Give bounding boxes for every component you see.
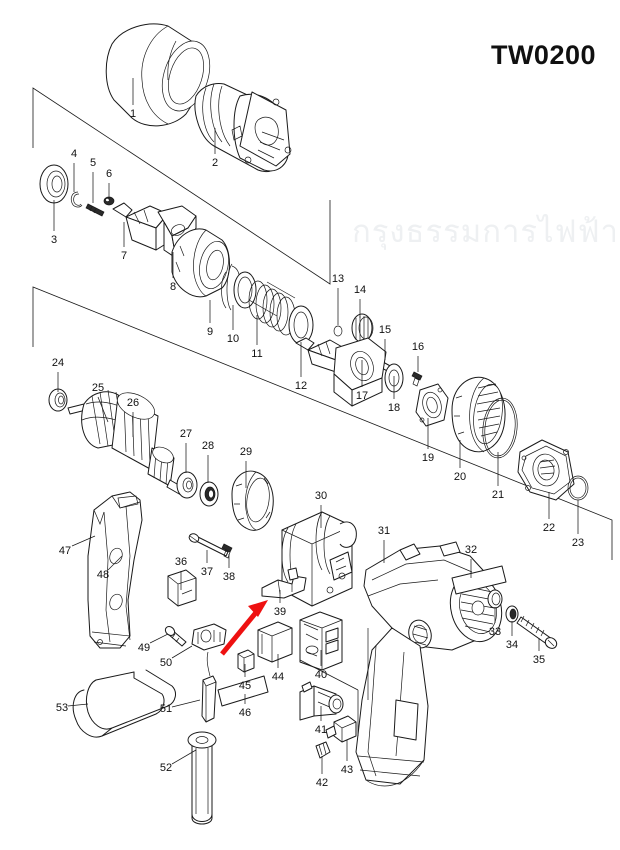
part-number-4: 4: [70, 148, 78, 160]
part-52-shape: [187, 731, 217, 825]
part-37-shape: [188, 533, 229, 557]
part-number-41: 41: [314, 724, 328, 736]
part-14-shape: [351, 313, 374, 343]
page-title: TW0200: [490, 40, 596, 70]
part-8-shape: [171, 228, 230, 298]
part-number-39: 39: [273, 606, 287, 618]
part-number-22: 22: [542, 522, 556, 534]
part-number-24: 24: [51, 357, 65, 369]
part-number-12: 12: [294, 380, 308, 392]
part-12-shape: [288, 305, 314, 345]
part-4-shape: [70, 191, 83, 208]
part-34-shape: [505, 605, 519, 623]
part-number-52: 52: [159, 762, 173, 774]
part-number-26: 26: [126, 397, 140, 409]
part-2-shape: [194, 83, 292, 173]
part-48-shape: [87, 491, 143, 649]
part-27-shape: [176, 471, 198, 499]
part-number-19: 19: [421, 452, 435, 464]
part-number-36: 36: [174, 556, 188, 568]
part-36-shape: [167, 569, 197, 607]
part-46-shape: [217, 675, 269, 707]
part-5-shape: [85, 203, 105, 217]
part-10-shape: [233, 271, 257, 309]
part-32-shape: [451, 565, 507, 595]
part-number-3: 3: [50, 234, 58, 246]
part-number-31: 31: [377, 525, 391, 537]
part-19-shape: [415, 383, 449, 427]
part-number-33: 33: [488, 626, 502, 638]
leader-lines: [53, 78, 579, 774]
part-number-1: 1: [129, 108, 137, 120]
part-number-37: 37: [200, 566, 214, 578]
part-24-shape: [48, 388, 68, 412]
part-21-shape: [482, 397, 518, 459]
part-number-34: 34: [505, 639, 519, 651]
part-44-shape: [257, 621, 293, 663]
part-28-shape: [199, 481, 219, 507]
part-23-shape: [567, 475, 589, 501]
red-arrow-shape: [220, 600, 268, 656]
part-33-shape: [487, 589, 503, 609]
part-number-21: 21: [491, 489, 505, 501]
part-number-51: 51: [159, 703, 173, 715]
part-43-shape: [325, 715, 357, 743]
part-53-shape: [72, 669, 176, 738]
part-number-35: 35: [532, 654, 546, 666]
part-number-48: 48: [96, 569, 110, 581]
part-16-shape: [411, 371, 423, 387]
part-number-38: 38: [222, 571, 236, 583]
part-number-43: 43: [340, 764, 354, 776]
part-number-50: 50: [159, 657, 173, 669]
part-number-25: 25: [91, 382, 105, 394]
part-number-45: 45: [238, 680, 252, 692]
part-41-shape: [299, 681, 344, 721]
part-39-shape: [261, 567, 307, 599]
part-number-20: 20: [453, 471, 467, 483]
part-1-shape: [105, 23, 211, 127]
part-3-shape: [39, 164, 69, 204]
part-number-29: 29: [239, 446, 253, 458]
part-number-44: 44: [271, 671, 285, 683]
part-number-10: 10: [226, 333, 240, 345]
part-49-shape: [164, 626, 187, 647]
part-number-46: 46: [238, 707, 252, 719]
part-number-28: 28: [201, 440, 215, 452]
part-number-13: 13: [331, 273, 345, 285]
part-number-7: 7: [120, 250, 128, 262]
part-42-shape: [315, 741, 331, 759]
part-38-shape: [221, 543, 233, 559]
part-number-5: 5: [89, 157, 97, 169]
part-number-16: 16: [411, 341, 425, 353]
part-number-17: 17: [355, 390, 369, 402]
part-number-27: 27: [179, 428, 193, 440]
part-number-42: 42: [315, 777, 329, 789]
part-29-shape: [231, 470, 274, 531]
part-11-shape: [248, 280, 296, 336]
part-45-shape: [237, 649, 255, 673]
part-40-shape: [299, 611, 343, 671]
part-number-53: 53: [55, 702, 69, 714]
part-number-8: 8: [169, 281, 177, 293]
part-51-shape: [201, 651, 217, 723]
part-17-shape: [295, 337, 387, 407]
part-50-shape: [191, 623, 227, 651]
part-number-40: 40: [314, 669, 328, 681]
part-22-shape: [517, 439, 575, 501]
part-number-32: 32: [464, 544, 478, 556]
part-number-30: 30: [314, 490, 328, 502]
part-number-9: 9: [206, 326, 214, 338]
part-13-shape: [333, 325, 343, 337]
part-number-49: 49: [137, 642, 151, 654]
part-number-23: 23: [571, 537, 585, 549]
part-35-shape: [516, 615, 558, 649]
part-number-47: 47: [58, 545, 72, 557]
group-separators: [32, 87, 613, 560]
part-number-11: 11: [251, 348, 263, 360]
part-number-15: 15: [378, 324, 392, 336]
part-number-18: 18: [387, 402, 401, 414]
part-number-14: 14: [353, 284, 367, 296]
part-number-6: 6: [105, 168, 113, 180]
part-number-2: 2: [211, 157, 219, 169]
